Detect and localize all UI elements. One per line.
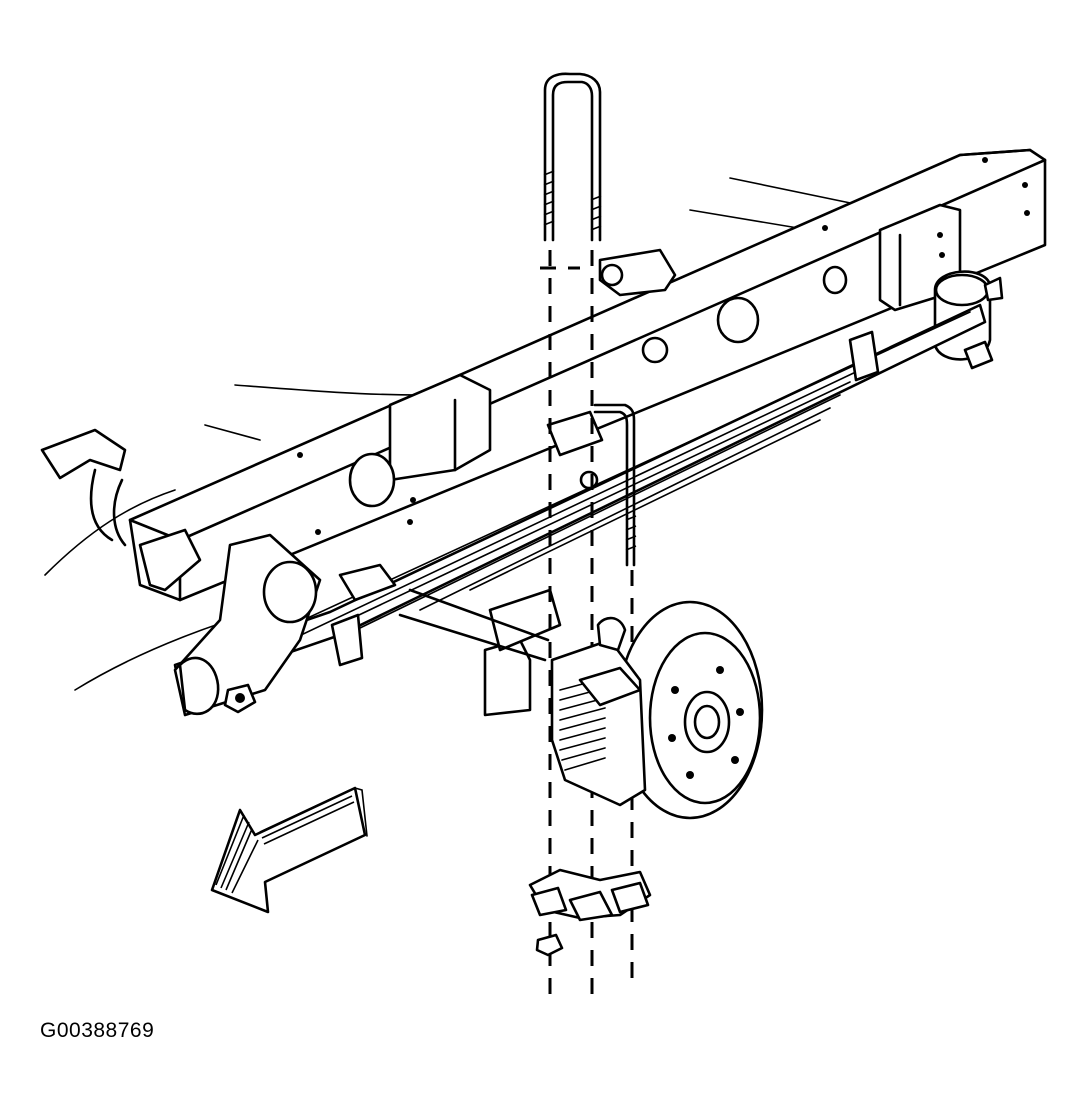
left-frame-bracket: [40, 428, 202, 592]
forward-arrow-icon: [210, 786, 368, 914]
u-bolt: [543, 72, 602, 242]
nut: [535, 933, 564, 957]
front-spring-hanger: [173, 533, 322, 717]
brake-caliper: [550, 616, 647, 807]
spring-plate: [546, 403, 637, 567]
spring-seat: [528, 868, 652, 922]
frame-rail: [128, 148, 1047, 602]
axle-tube: [398, 588, 550, 662]
center-bracket: [338, 248, 677, 717]
figure-id-label: G00388769: [40, 1019, 155, 1042]
leaf-spring: [173, 303, 987, 692]
brake-rotor-assembly: [616, 600, 764, 820]
